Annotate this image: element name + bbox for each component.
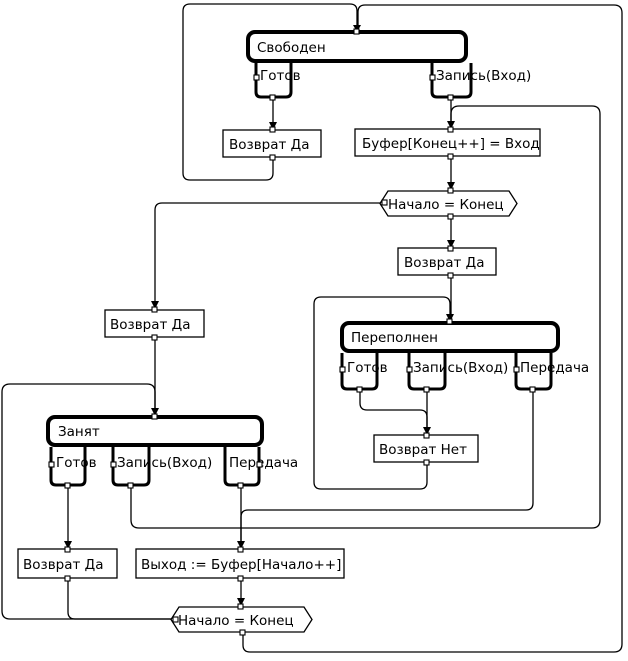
arrow-into-bufer <box>447 121 455 129</box>
arrow-into-perepolnen <box>446 314 454 322</box>
state-svoboden-label: Свободен <box>257 40 326 56</box>
event-perep-gotov[interactable]: Готов <box>347 360 388 376</box>
arrow-into-cond-bottom <box>237 598 245 606</box>
wire-perep-gotov <box>359 389 428 435</box>
arrow-into-vyhod <box>237 541 245 549</box>
state-perepolnen-label: Переполнен <box>351 330 438 346</box>
event-perep-zapis[interactable]: Запись(Вход) <box>413 360 508 376</box>
arrow-into-vozvrat-top <box>269 122 277 130</box>
action-vyhod-read-label: Выход := Буфер[Начало++] <box>141 557 341 573</box>
action-vozvrat-da-left[interactable]: Возврат Да <box>104 309 205 338</box>
arrow-into-zanyat <box>151 408 159 416</box>
condition-bottom-label: Начало = Конец <box>178 613 294 629</box>
wire-perep-loop <box>313 296 451 490</box>
wire-loop-top-return <box>182 3 358 181</box>
ports <box>48 28 536 636</box>
arrow-into-vozvrat-net <box>423 427 431 435</box>
wire-zanyat-loop <box>1 383 176 620</box>
action-vozvrat-net[interactable]: Возврат Нет <box>373 434 479 463</box>
condition-nachalo-konec-top[interactable]: Начало = Конец <box>379 190 518 217</box>
event-svob-gotov[interactable]: Готов <box>260 68 301 84</box>
state-perepolnen[interactable]: Переполнен <box>340 321 560 353</box>
action-vozvrat-da-top[interactable]: Возврат Да <box>222 129 322 158</box>
arrowheads <box>64 25 455 606</box>
wire-zanyat-zapis-loop <box>130 105 601 529</box>
condition-nachalo-konec-bottom[interactable]: Начало = Конец <box>170 606 313 633</box>
state-svoboden[interactable]: Свободен <box>246 30 468 63</box>
state-zanyat[interactable]: Занят <box>46 415 264 447</box>
wires <box>1 3 623 653</box>
action-bufer-write-label: Буфер[Конец++] = Вход <box>362 136 540 152</box>
arrow-into-vozvrat-bottom <box>64 541 72 549</box>
event-zanyat-peredacha[interactable]: Передача <box>229 455 298 471</box>
state-zanyat-label: Занят <box>58 424 100 440</box>
action-vozvrat-da-top-label: Возврат Да <box>229 137 309 153</box>
event-zanyat-zapis[interactable]: Запись(Вход) <box>117 455 212 471</box>
action-vozvrat-da-left-label: Возврат Да <box>110 317 190 333</box>
arrow-into-vozvrat-left <box>151 301 159 309</box>
condition-top-label: Начало = Конец <box>388 197 504 213</box>
action-vozvrat-da-mid[interactable]: Возврат Да <box>397 247 497 276</box>
action-vozvrat-da-bottom[interactable]: Возврат Да <box>17 548 118 579</box>
event-svob-zapis[interactable]: Запись(Вход) <box>436 68 531 84</box>
action-vozvrat-net-label: Возврат Нет <box>379 442 467 458</box>
arrow-into-cond-top <box>447 182 455 190</box>
wire-bottomleft-cond <box>67 578 176 620</box>
wire-cond-left <box>154 202 385 309</box>
wire-bottom-cond-outer <box>242 4 623 653</box>
arrow-into-vozvrat-mid <box>447 240 455 248</box>
action-bufer-write[interactable]: Буфер[Конец++] = Вход <box>354 128 541 157</box>
action-vozvrat-da-mid-label: Возврат Да <box>404 255 484 271</box>
event-zanyat-gotov[interactable]: Готов <box>56 455 97 471</box>
event-perep-peredacha[interactable]: Передача <box>520 360 589 376</box>
action-vozvrat-da-bottom-label: Возврат Да <box>23 557 103 573</box>
action-vyhod-read[interactable]: Выход := Буфер[Начало++] <box>135 548 345 579</box>
